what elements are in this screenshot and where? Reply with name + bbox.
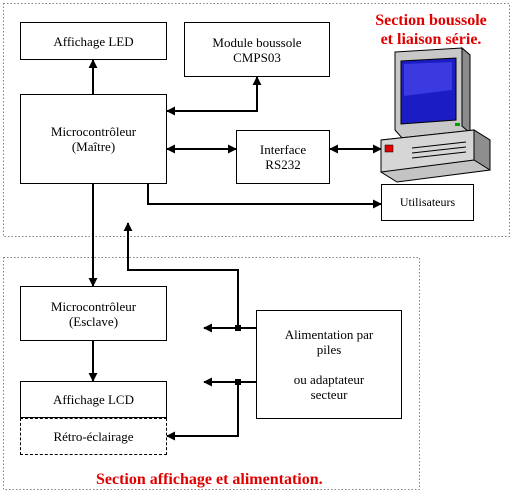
interface-rs232-box: Interface RS232 xyxy=(236,130,330,184)
section-affichage-border xyxy=(3,257,420,490)
box-label: Module boussole xyxy=(212,34,302,50)
box-label: Interface xyxy=(259,142,307,157)
alimentation-box: Alimentation par piles ou adaptateur sec… xyxy=(256,310,402,419)
box-label: Affichage LED xyxy=(53,33,134,49)
affichage-lcd-box: Affichage LCD xyxy=(20,381,167,418)
box-label: Affichage LCD xyxy=(53,392,134,407)
box-label: secteur xyxy=(310,387,348,402)
desktop-computer-icon xyxy=(380,46,491,183)
section-boussole-border xyxy=(3,3,510,237)
box-label: CMPS03 xyxy=(233,49,281,65)
junction-dot xyxy=(235,379,241,385)
module-boussole-box: Module boussole CMPS03 xyxy=(184,22,330,77)
retro-eclairage-box: Rétro-éclairage xyxy=(20,418,167,455)
box-label: Rétro-éclairage xyxy=(53,429,134,444)
section-title-boussole: Section boussole et liaison série. xyxy=(356,11,506,49)
box-label: RS232 xyxy=(265,157,301,172)
box-label: ou adaptateur xyxy=(293,372,365,387)
box-label: (Esclave) xyxy=(68,313,119,329)
box-label: Microcontrôleur xyxy=(50,124,137,139)
section-title-affichage: Section affichage et alimentation. xyxy=(96,471,323,488)
junction-dot xyxy=(235,325,241,331)
affichage-led-box: Affichage LED xyxy=(20,22,167,60)
connector-lines xyxy=(88,59,382,441)
microcontroleur-esclave-box: Microcontrôleur (Esclave) xyxy=(20,286,167,341)
box-label: (Maître) xyxy=(71,139,116,154)
section-title-line: et liaison série. xyxy=(380,31,482,48)
section-title-line: Section boussole xyxy=(375,12,487,29)
box-label: Alimentation par xyxy=(284,327,374,342)
box-label: Microcontrôleur xyxy=(50,298,137,314)
box-label: Utilisateurs xyxy=(399,195,456,209)
microcontroleur-maitre-box: Microcontrôleur (Maître) xyxy=(20,94,167,184)
utilisateurs-box: Utilisateurs xyxy=(381,184,474,221)
box-label: piles xyxy=(316,342,342,357)
